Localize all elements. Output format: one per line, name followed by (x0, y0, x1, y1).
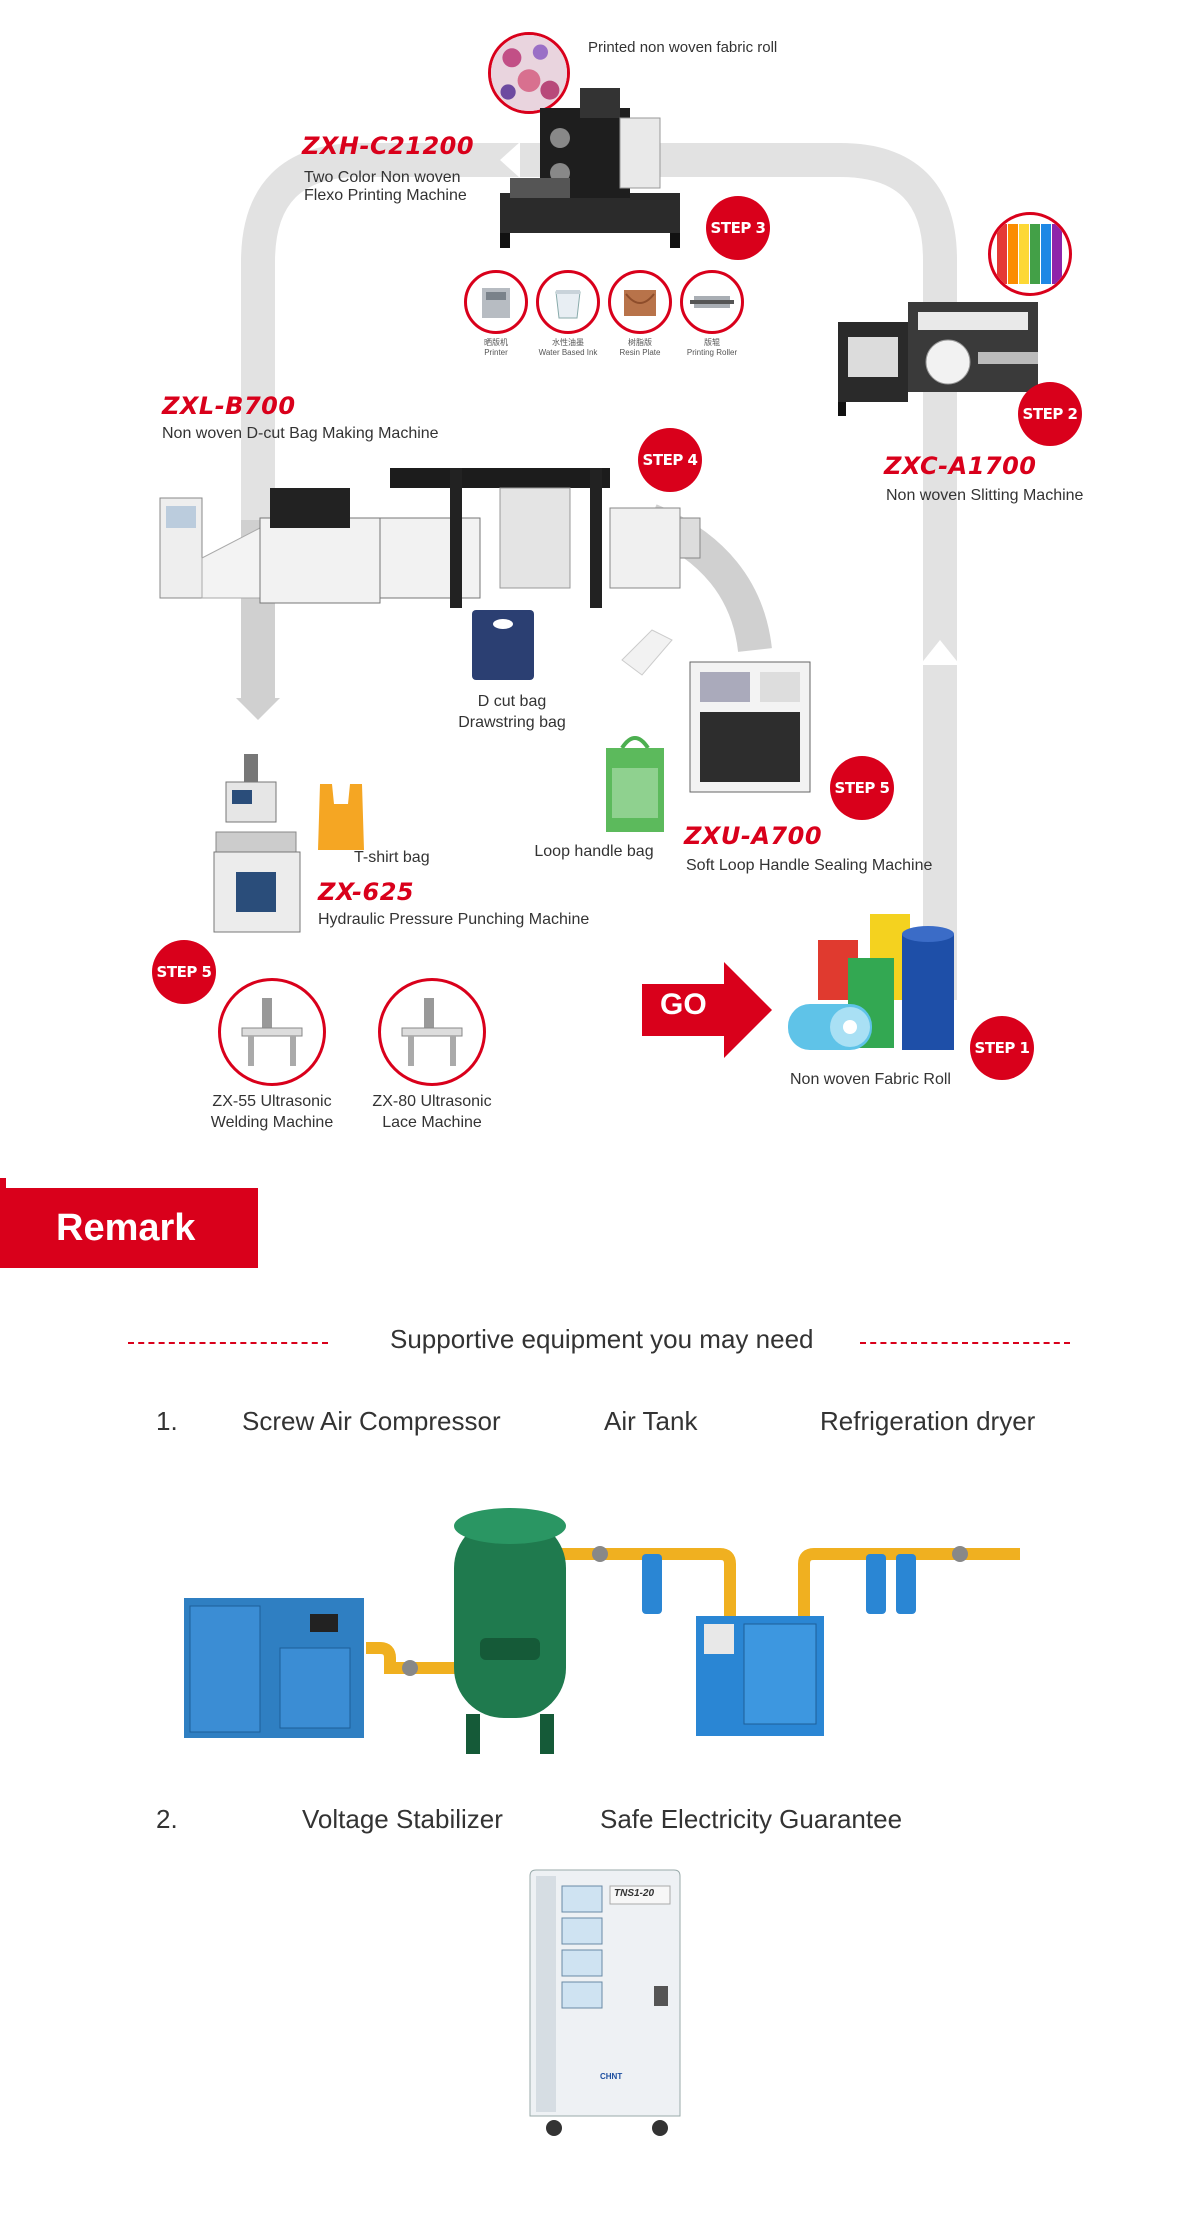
white-bag-flat-image (621, 629, 673, 676)
voltage-stabilizer-image (529, 1869, 681, 2136)
printed-fabric-roll-image (488, 32, 570, 114)
ink-bucket-icon (536, 270, 600, 334)
loop-handle-bag-image (606, 736, 664, 832)
colored-rolls-image (988, 212, 1072, 296)
welding-machine-image (218, 978, 326, 1086)
remark-title: Remark (56, 1206, 196, 1249)
step3-model: ZXH-C21200 (302, 132, 475, 160)
step5-right-badge: STEP 5 (830, 756, 894, 820)
slitting-machine-image (838, 302, 1038, 416)
printer-accessory-icon (464, 270, 528, 334)
step4-desc: Non woven D-cut Bag Making Machine (162, 425, 439, 442)
step5-right-model: ZXU-A700 (684, 822, 823, 850)
subtitle-divider-left (128, 1342, 328, 1344)
stabilizer-brand-label: CHNT (600, 2072, 623, 2081)
step3-desc-line2: Flexo Printing Machine (304, 187, 467, 204)
resin-plate-icon (608, 270, 672, 334)
subtitle-divider-right (860, 1342, 1070, 1344)
loop-handle-sealing-machine-image (689, 661, 811, 793)
step5-right-desc: Soft Loop Handle Sealing Machine (686, 857, 933, 874)
step2-desc: Non woven Slitting Machine (886, 487, 1084, 504)
step4-model: ZXL-B700 (162, 392, 296, 420)
dcut-bag-machine-image (159, 468, 701, 608)
lace-machine-image (378, 978, 486, 1086)
printing-roller-icon (680, 270, 744, 334)
row2-item-stabilizer: Voltage Stabilizer (302, 1804, 503, 1834)
flexo-printing-machine-image (500, 88, 680, 248)
printed-roll-label: Printed non woven fabric roll (588, 39, 778, 56)
row2-item-electricity: Safe Electricity Guarantee (600, 1804, 903, 1834)
step5-left-badge: STEP 5 (152, 940, 216, 1004)
go-label: GO (660, 988, 707, 1021)
step2-model: ZXC-A1700 (884, 452, 1037, 480)
tshirt-bag-image (318, 784, 364, 850)
step2-badge: STEP 2 (1018, 382, 1082, 446)
remark-header: Remark (0, 1188, 258, 1268)
subtitle: Supportive equipment you may need (390, 1324, 814, 1354)
punch-model: ZX-625 (318, 878, 415, 906)
row1-item-compressor: Screw Air Compressor (242, 1406, 501, 1436)
loop-handle-bag-label: Loop handle bag (534, 843, 654, 860)
step4-badge: STEP 4 (638, 428, 702, 492)
step1-badge: STEP 1 (970, 1016, 1034, 1080)
go-arrow (642, 962, 772, 1058)
row1-item-dryer: Refrigeration dryer (820, 1406, 1036, 1436)
fabric-rolls-image (788, 914, 954, 1050)
row1-number: 1. (156, 1406, 178, 1436)
step1-desc: Non woven Fabric Roll (790, 1071, 951, 1088)
row1-item-air-tank: Air Tank (604, 1406, 698, 1436)
step3-badge: STEP 3 (706, 196, 770, 260)
punch-desc: Hydraulic Pressure Punching Machine (318, 911, 590, 928)
row2-number: 2. (156, 1804, 178, 1834)
hydraulic-punching-machine-image (213, 754, 301, 933)
stabilizer-model-label: TNS1-20 (614, 1888, 655, 1899)
air-system-illustration (184, 1508, 1020, 1754)
step3-desc-line1: Two Color Non woven (304, 169, 461, 186)
tshirt-bag-label: T-shirt bag (354, 849, 430, 866)
dcut-bag-image (472, 610, 534, 680)
